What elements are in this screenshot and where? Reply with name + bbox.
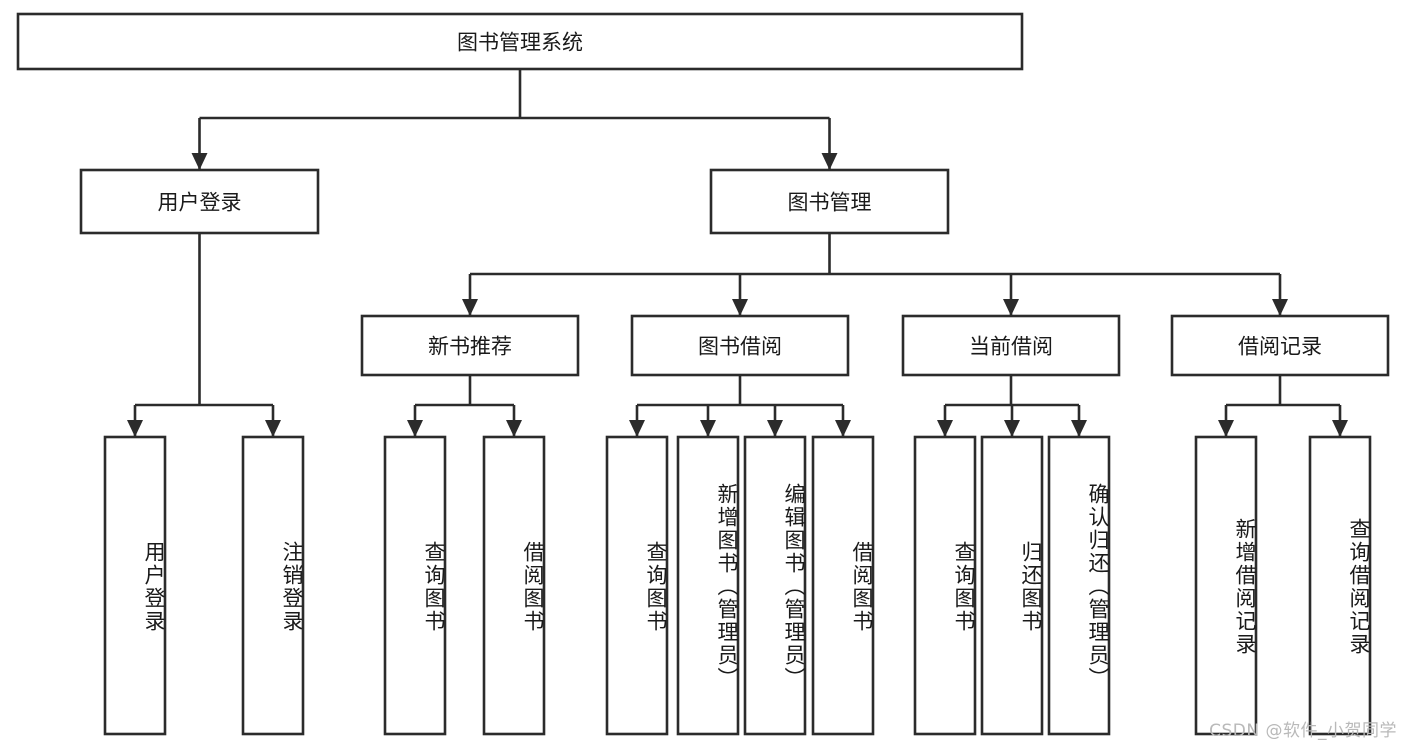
node-leaf-query-book-cur[interactable] <box>913 435 977 736</box>
node-label-user-login: 用户登录 <box>158 191 242 215</box>
edge-layer <box>127 69 1348 437</box>
arrow-head-leaf-add-book <box>700 420 716 437</box>
arrow-head-current-borrow <box>1003 299 1019 316</box>
arrow-head-leaf-query-book <box>629 420 645 437</box>
node-leaf-add-record[interactable] <box>1194 435 1258 736</box>
node-label-borrow-record: 借阅记录 <box>1238 335 1322 359</box>
node-leaf-query-record[interactable] <box>1308 435 1372 736</box>
node-new-book-rec[interactable] <box>360 314 580 377</box>
arrow-head-leaf-borrow-book <box>835 420 851 437</box>
csdn-watermark: CSDN @软件_小贺同学 <box>1209 721 1397 741</box>
node-current-borrow[interactable] <box>901 314 1121 377</box>
arrow-head-leaf-return-book <box>1004 420 1020 437</box>
node-leaf-return-book[interactable] <box>980 435 1044 736</box>
node-leaf-user-logout[interactable] <box>241 435 305 736</box>
node-label-root: 图书管理系统 <box>457 31 583 55</box>
arrow-head-leaf-user-login <box>127 420 143 437</box>
arrow-head-leaf-confirm-return <box>1071 420 1087 437</box>
node-label-new-book-rec: 新书推荐 <box>428 335 512 359</box>
node-book-borrow[interactable] <box>630 314 850 377</box>
arrow-head-leaf-borrow-book-rec <box>506 420 522 437</box>
node-leaf-query-book-rec[interactable] <box>383 435 447 736</box>
arrow-head-leaf-query-book-rec <box>407 420 423 437</box>
arrow-head-book-borrow <box>732 299 748 316</box>
node-leaf-query-book[interactable] <box>605 435 669 736</box>
node-leaf-edit-book[interactable] <box>743 435 807 736</box>
arrow-head-new-book-rec <box>462 299 478 316</box>
arrow-head-leaf-query-record <box>1332 420 1348 437</box>
arrow-head-leaf-query-book-cur <box>937 420 953 437</box>
node-leaf-user-login[interactable] <box>103 435 167 736</box>
node-leaf-borrow-book[interactable] <box>811 435 875 736</box>
arrow-head-leaf-add-record <box>1218 420 1234 437</box>
node-book-manage[interactable] <box>709 168 950 235</box>
node-leaf-borrow-book-rec[interactable] <box>482 435 546 736</box>
node-label-current-borrow: 当前借阅 <box>969 335 1053 359</box>
arrow-head-user-login <box>191 153 208 170</box>
node-borrow-record[interactable] <box>1170 314 1390 377</box>
node-leaf-add-book[interactable] <box>676 435 740 736</box>
arrow-head-leaf-user-logout <box>265 420 281 437</box>
arrow-head-borrow-record <box>1272 299 1288 316</box>
node-root[interactable] <box>16 12 1024 71</box>
node-layer <box>16 12 1390 736</box>
arrow-head-leaf-edit-book <box>767 420 783 437</box>
node-leaf-confirm-return[interactable] <box>1047 435 1111 736</box>
node-user-login[interactable] <box>79 168 320 235</box>
node-label-book-manage: 图书管理 <box>788 191 872 215</box>
arrow-head-book-manage <box>821 153 838 170</box>
node-label-book-borrow: 图书借阅 <box>698 335 782 359</box>
